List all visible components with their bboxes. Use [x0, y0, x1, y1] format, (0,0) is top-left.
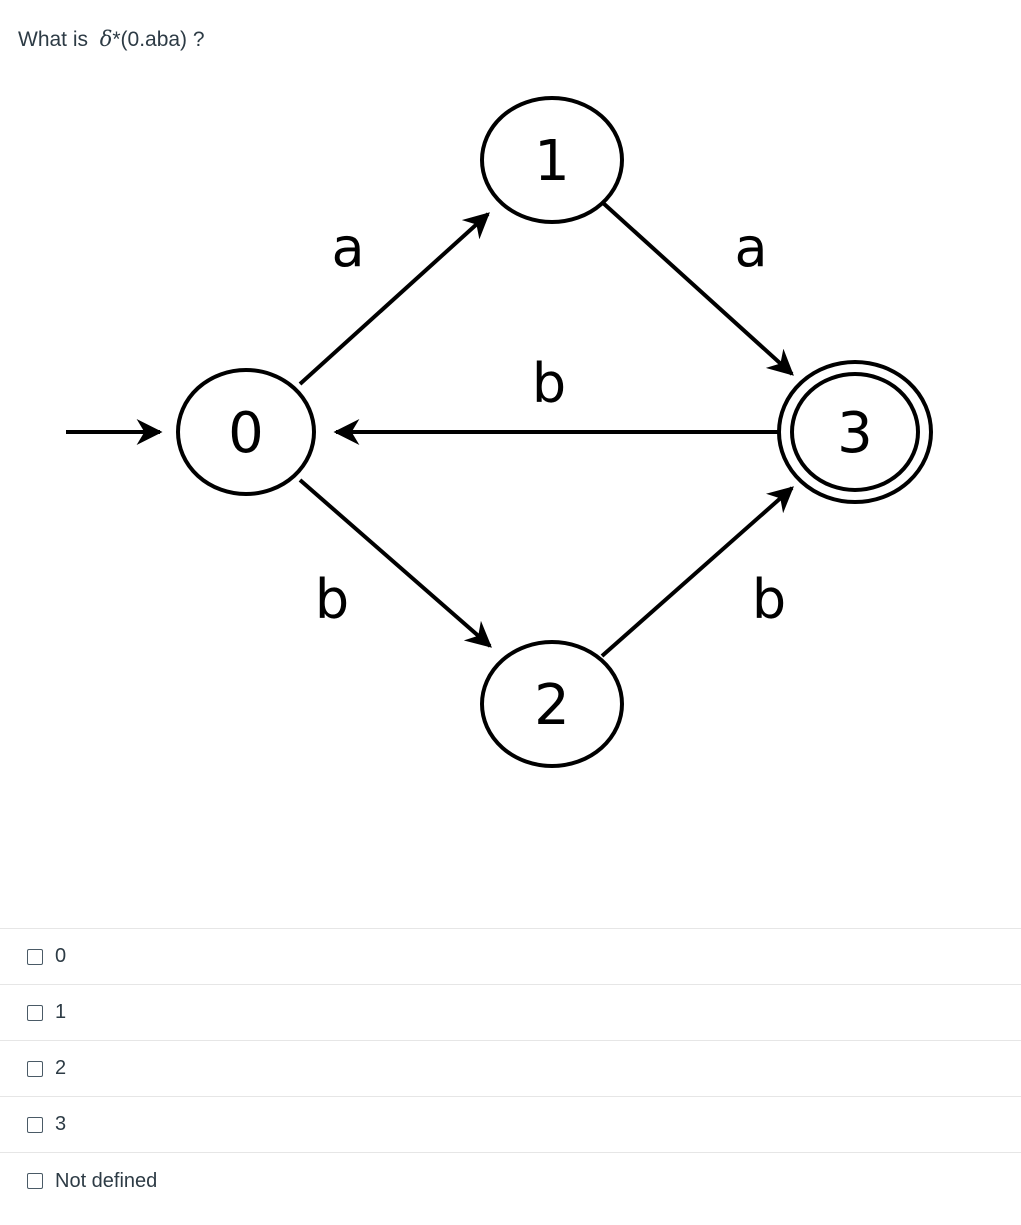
transition-3-0: b — [333, 352, 780, 445]
transition-label: b — [752, 568, 786, 631]
answer-label: 0 — [55, 945, 67, 967]
checkbox[interactable] — [27, 948, 43, 965]
state-label: 1 — [534, 129, 570, 194]
state-2: 2 — [480, 640, 624, 768]
transition-label: b — [532, 352, 566, 415]
answer-label: 2 — [55, 1057, 67, 1079]
answer-option[interactable]: 3 — [0, 1097, 1021, 1153]
state-label: 0 — [228, 401, 264, 466]
checkbox[interactable] — [27, 1004, 43, 1021]
state-0: 0 — [176, 368, 316, 496]
answer-option[interactable]: 0 — [0, 929, 1021, 985]
checkbox[interactable] — [27, 1116, 43, 1133]
answer-label: 1 — [55, 1001, 67, 1023]
transition-label: a — [734, 216, 767, 279]
transition-0-2: b — [298, 478, 492, 648]
answer-label: 3 — [55, 1113, 67, 1135]
question-text: What is δ*(0.aba) ? — [18, 24, 205, 55]
transition-0-1: a — [298, 212, 490, 386]
checkbox[interactable] — [27, 1060, 43, 1077]
dfa-diagram: a a b b b 0 1 2 3 — [66, 96, 933, 768]
question-expression: *(0.aba) ? — [112, 28, 205, 51]
answer-option[interactable]: 1 — [0, 985, 1021, 1041]
delta-symbol: δ — [99, 27, 113, 51]
answer-option[interactable]: 2 — [0, 1041, 1021, 1097]
question-prefix: What is — [18, 28, 89, 51]
state-label: 2 — [534, 673, 570, 738]
transition-label: b — [315, 568, 349, 631]
answer-list: 0 1 2 3 Not defined — [0, 928, 1021, 1209]
state-1: 1 — [480, 96, 624, 224]
transition-2-3: b — [600, 486, 794, 658]
transition-1-3: a — [600, 200, 794, 376]
answer-label: Not defined — [55, 1169, 158, 1192]
state-label: 3 — [837, 401, 873, 466]
state-3-accepting: 3 — [777, 360, 933, 504]
checkbox[interactable] — [27, 1173, 43, 1189]
transition-label: a — [331, 216, 364, 279]
answer-option[interactable]: Not defined — [0, 1153, 1021, 1209]
